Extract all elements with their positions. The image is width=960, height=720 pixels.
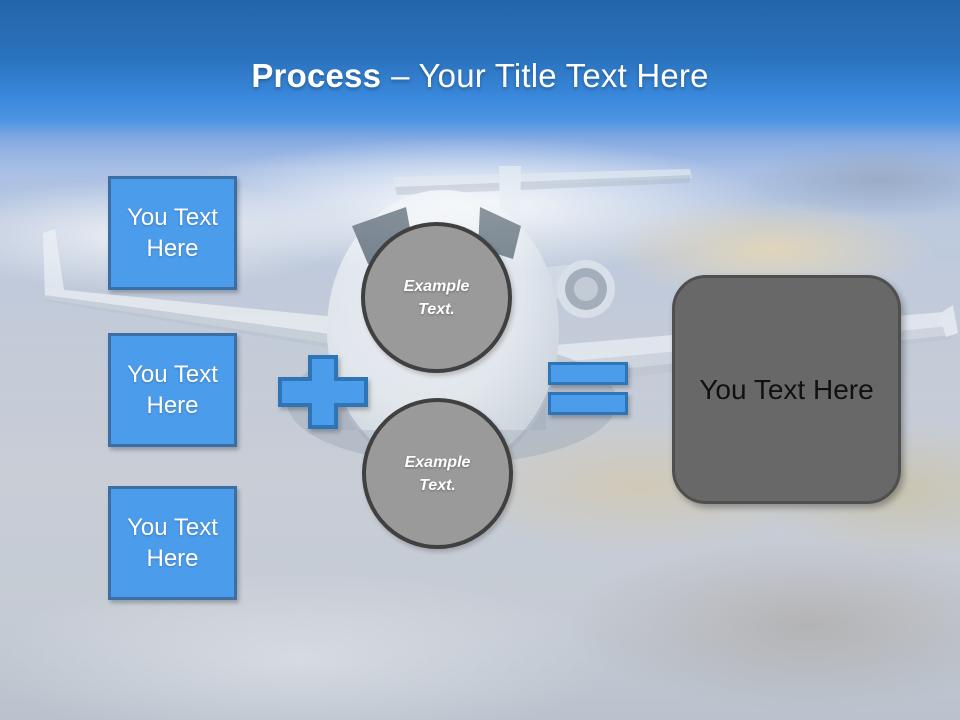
result-box-label: You Text Here [699, 373, 874, 405]
example-circle-2: Example Text. [362, 398, 513, 549]
plus-operator-icon [278, 355, 368, 429]
slide-title-rest: – Your Title Text Here [391, 57, 709, 94]
slide-title: Process – Your Title Text Here [0, 52, 960, 100]
example-circle-1-label: Example Text. [403, 277, 470, 318]
example-circle-2-label: Example Text. [404, 453, 471, 494]
equals-bar-top [548, 362, 628, 385]
input-box-3: You Text Here [108, 486, 237, 600]
equals-bar-bottom [548, 392, 628, 415]
example-circle-1: Example Text. [361, 222, 512, 373]
input-box-2-label: You Text Here [127, 361, 218, 419]
result-box: You Text Here [672, 275, 901, 504]
input-box-1-label: You Text Here [127, 204, 218, 262]
input-box-3-label: You Text Here [127, 514, 218, 572]
input-box-2: You Text Here [108, 333, 237, 447]
slide-title-lead: Process [251, 57, 382, 94]
equals-operator-icon [548, 362, 628, 415]
input-box-1: You Text Here [108, 176, 237, 290]
